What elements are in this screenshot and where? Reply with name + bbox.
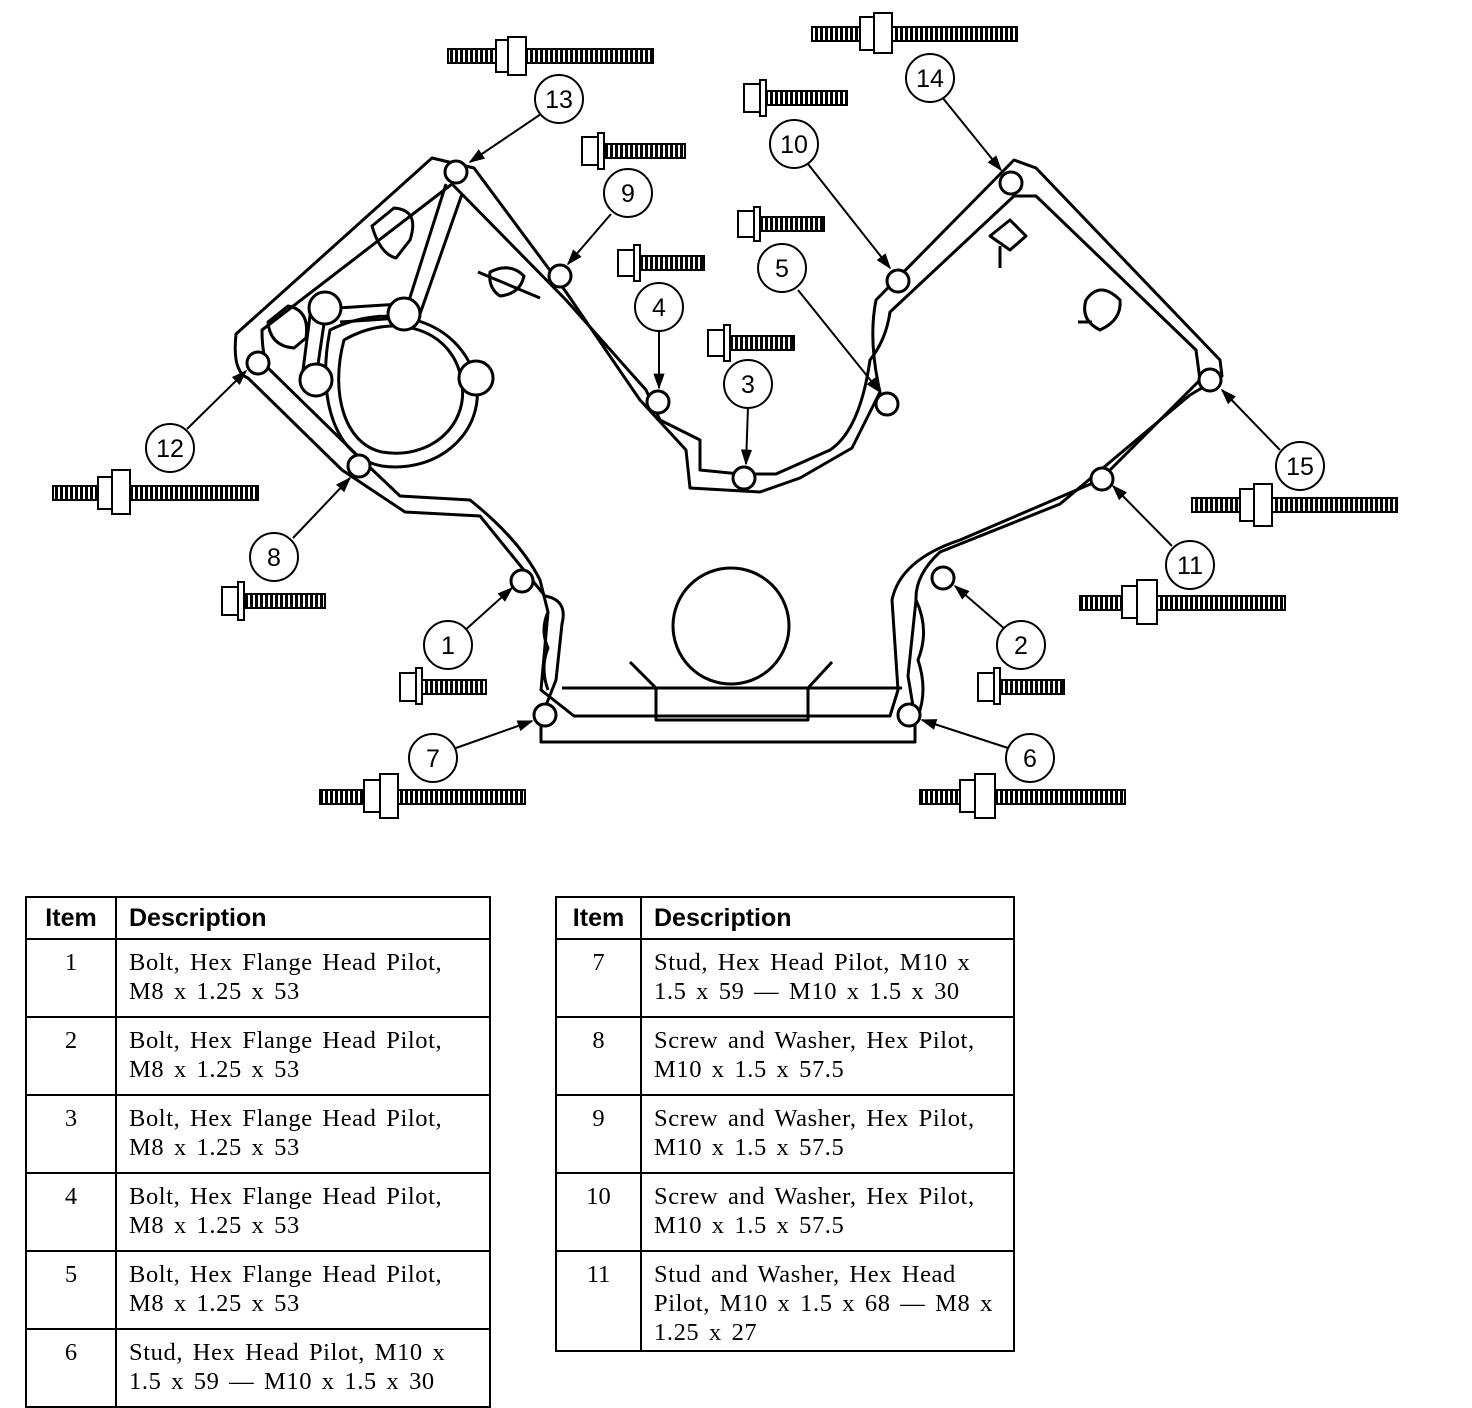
item-number: 6 <box>25 1328 117 1408</box>
callout-3: 3 <box>723 359 773 409</box>
callout-label: 11 <box>1177 552 1203 580</box>
callout-label: 2 <box>1014 632 1028 660</box>
callout-label: 4 <box>652 294 666 322</box>
callout-label: 14 <box>916 65 944 93</box>
bolt-5 <box>737 206 825 242</box>
callout-label: 5 <box>775 255 789 283</box>
callout-8: 8 <box>249 532 299 582</box>
callout-label: 10 <box>780 131 808 159</box>
item-description: Bolt, Hex Flange Head Pilot, M8 x 1.25 x… <box>115 938 491 1018</box>
stud-7 <box>319 773 526 819</box>
callout-6: 6 <box>1005 733 1055 783</box>
item-number: 11 <box>555 1250 642 1352</box>
stud-15 <box>1191 483 1398 527</box>
item-number: 8 <box>555 1016 642 1096</box>
callout-10: 10 <box>769 119 819 169</box>
stud-14 <box>811 12 1018 54</box>
callout-label: 9 <box>621 180 635 208</box>
front-cover-bolt-diagram: 1 2 3 4 5 6 7 8 9 10 11 12 13 14 15 <box>52 12 1398 819</box>
header-description: Description <box>115 896 491 940</box>
callout-label: 6 <box>1023 745 1037 773</box>
callout-15: 15 <box>1275 441 1325 491</box>
bolt-2 <box>977 667 1065 705</box>
callout-1: 1 <box>423 620 473 670</box>
stud-12 <box>52 469 259 515</box>
item-number: 2 <box>25 1016 117 1096</box>
bolt-4 <box>617 244 705 282</box>
callout-label: 12 <box>156 435 184 463</box>
item-description: Screw and Washer, Hex Pilot, M10 x 1.5 x… <box>640 1172 1015 1252</box>
callout-7: 7 <box>408 733 458 783</box>
item-description: Stud, Hex Head Pilot, M10 x 1.5 x 59 — M… <box>115 1328 491 1408</box>
item-number: 4 <box>25 1172 117 1252</box>
stud-6 <box>919 773 1126 819</box>
fasteners <box>52 12 1398 819</box>
bolt-10 <box>743 79 848 117</box>
table-header-row: Item Description <box>25 896 491 940</box>
header-item: Item <box>25 896 117 940</box>
callout-12: 12 <box>145 423 195 473</box>
callout-label: 3 <box>741 371 755 399</box>
bolt-1 <box>399 667 487 705</box>
item-number: 10 <box>555 1172 642 1252</box>
item-description: Screw and Washer, Hex Pilot, M10 x 1.5 x… <box>640 1016 1015 1096</box>
item-description: Bolt, Hex Flange Head Pilot, M8 x 1.25 x… <box>115 1250 491 1330</box>
header-item: Item <box>555 896 642 940</box>
callout-4: 4 <box>634 282 684 332</box>
callout-label: 8 <box>267 544 281 572</box>
callout-5: 5 <box>757 243 807 293</box>
callout-11: 11 <box>1165 540 1215 590</box>
bolt-9 <box>581 132 686 170</box>
callout-label: 1 <box>441 632 455 660</box>
pulley-bosses <box>298 290 495 398</box>
item-description: Screw and Washer, Hex Pilot, M10 x 1.5 x… <box>640 1094 1015 1174</box>
item-description: Bolt, Hex Flange Head Pilot, M8 x 1.25 x… <box>115 1172 491 1252</box>
callout-label: 7 <box>426 745 440 773</box>
leader-lines <box>186 96 1281 749</box>
item-description: Bolt, Hex Flange Head Pilot, M8 x 1.25 x… <box>115 1094 491 1174</box>
item-description: Stud and Washer, Hex Head Pilot, M10 x 1… <box>640 1250 1015 1352</box>
bolt-8 <box>221 581 326 621</box>
item-number: 5 <box>25 1250 117 1330</box>
item-description: Bolt, Hex Flange Head Pilot, M8 x 1.25 x… <box>115 1016 491 1096</box>
callout-14: 14 <box>905 53 955 103</box>
callout-13: 13 <box>534 74 584 124</box>
callout-label: 13 <box>545 86 573 114</box>
stud-11 <box>1079 579 1286 625</box>
callout-label: 15 <box>1286 453 1314 481</box>
header-description: Description <box>640 896 1015 940</box>
callouts: 1 2 3 4 5 6 7 8 9 10 11 12 13 14 15 <box>145 53 1325 783</box>
bolt-3 <box>707 324 795 362</box>
item-description: Stud, Hex Head Pilot, M10 x 1.5 x 59 — M… <box>640 938 1015 1018</box>
callout-2: 2 <box>996 620 1046 670</box>
item-number: 3 <box>25 1094 117 1174</box>
stud-13 <box>447 36 654 76</box>
item-number: 7 <box>555 938 642 1018</box>
bolt-holes <box>245 159 1223 728</box>
callout-9: 9 <box>603 168 653 218</box>
item-number: 9 <box>555 1094 642 1174</box>
front-cover-outline <box>233 156 1224 744</box>
item-number: 1 <box>25 938 117 1018</box>
table-header-row: Item Description <box>555 896 1015 940</box>
